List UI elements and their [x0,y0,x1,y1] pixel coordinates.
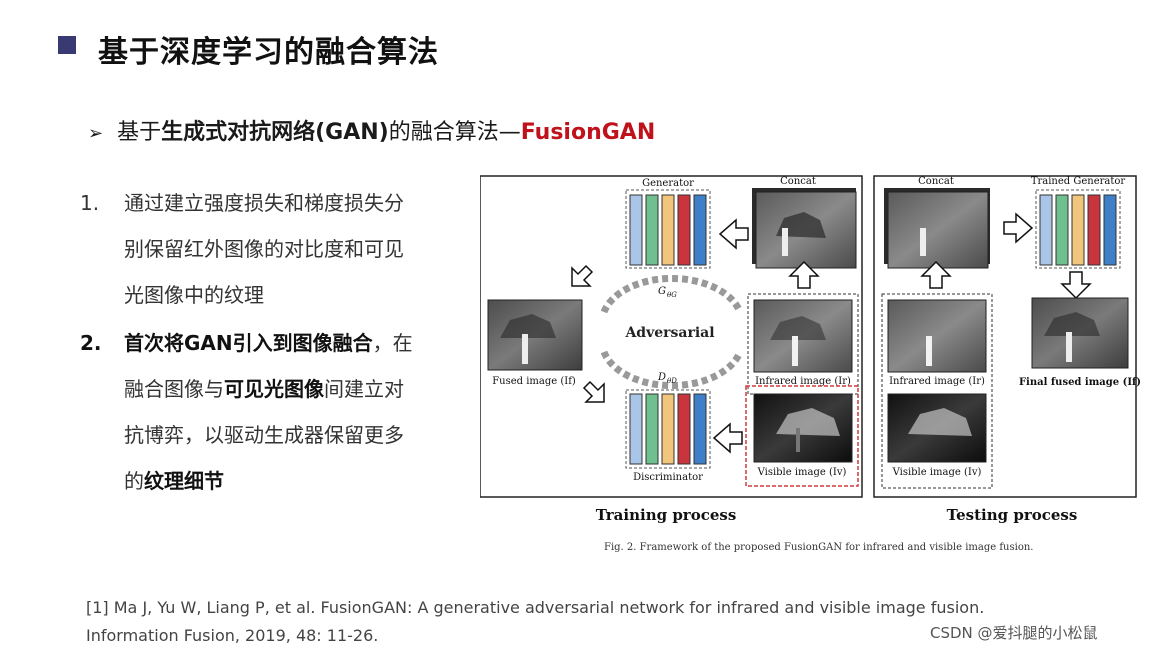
title-bullet [58,36,76,54]
trained-generator-layer [1104,195,1116,265]
g-theta-label: G [658,286,666,297]
trained-generator-layer [1040,195,1052,265]
discriminator-label: Discriminator [633,472,703,483]
point-text: ，在 [373,331,413,355]
subtitle-prefix: 基于 [117,120,161,145]
generator-layer [678,195,690,265]
concat-image-figure [782,228,788,256]
final-fused-image-figure [1066,332,1072,362]
point-text: 的 [124,469,144,493]
point-number: 1. [80,180,124,226]
visible-image-figure [796,428,800,452]
discriminator-layer [678,394,690,464]
point-bold: 首次将GAN引入到图像融合 [124,331,373,355]
fused-label: Fused image (If) [492,376,576,387]
final-fused-label: Final fused image (If) [1019,377,1140,388]
fusiongan-framework-figure: Generator Concat Infrared image (Ir) Vis… [480,170,1140,568]
adversarial-label: Adversarial [624,325,714,341]
d-theta-subscript: θD [667,377,677,385]
subtitle-middle: 的融合算法— [389,120,521,145]
discriminator-layer [662,394,674,464]
d-theta-label: D [657,372,666,383]
subtitle-bold: 生成式对抗网络(GAN) [161,120,389,145]
trained-generator-layer [1056,195,1068,265]
subtitle: ➢ 基于生成式对抗网络(GAN)的融合算法—FusionGAN [88,114,655,146]
generator-label: Generator [642,178,694,189]
point-line: 光图像中的纹理 [124,272,454,318]
g-theta-subscript: θG [667,291,677,299]
discriminator-layer [694,394,706,464]
trained-generator-label: Trained Generator [1031,176,1126,187]
point-line: 通过建立强度损失和梯度损失分 [124,180,454,226]
test-concat-image-figure [920,228,926,256]
test-concat-label: Concat [918,176,954,187]
test-visible-label: Visible image (Iv) [892,467,982,478]
point-line: 别保留红外图像的对比度和可见 [124,226,454,272]
point-bold: 纹理细节 [144,469,224,493]
point-bold: 可见光图像 [224,377,324,401]
test-infrared-image [888,300,986,372]
test-infrared-label: Infrared image (Ir) [889,376,985,387]
testing-caption: Testing process [947,506,1078,524]
point-number: 2. [80,320,124,366]
fused-image-figure [522,334,528,364]
trained-generator-layer [1072,195,1084,265]
training-caption: Training process [596,506,737,524]
point-text: 间建立对 [324,377,404,401]
watermark: CSDN @爱抖腿的小松鼠 [930,622,1098,643]
subtitle-highlight: FusionGAN [521,120,656,145]
arrow-bullet-icon: ➢ [88,123,103,144]
generator-layer [694,195,706,265]
trained-generator-layer [1088,195,1100,265]
generator-layer [630,195,642,265]
test-concat-image [888,192,988,268]
test-infrared-image-figure [926,336,932,366]
point-2: 2. 首次将GAN引入到图像融合，在 融合图像与可见光图像间建立对 抗博弈，以驱… [80,320,124,366]
page-title: 基于深度学习的融合算法 [98,27,439,71]
discriminator-layer [630,394,642,464]
point-1: 1. 通过建立强度损失和梯度损失分 别保留红外图像的对比度和可见 光图像中的纹理 [80,180,124,226]
reference-line: [1] Ma J, Yu W, Liang P, et al. FusionGA… [86,594,1086,622]
concat-label: Concat [780,176,816,187]
infrared-image-figure [792,336,798,366]
point-text: 抗博弈，以驱动生成器保留更多 [124,412,454,458]
discriminator-layer [646,394,658,464]
figure-caption: Fig. 2. Framework of the proposed Fusion… [604,542,1033,553]
point-text: 融合图像与 [124,377,224,401]
generator-layer [662,195,674,265]
generator-layer [646,195,658,265]
visible-label: Visible image (Iv) [757,467,847,478]
